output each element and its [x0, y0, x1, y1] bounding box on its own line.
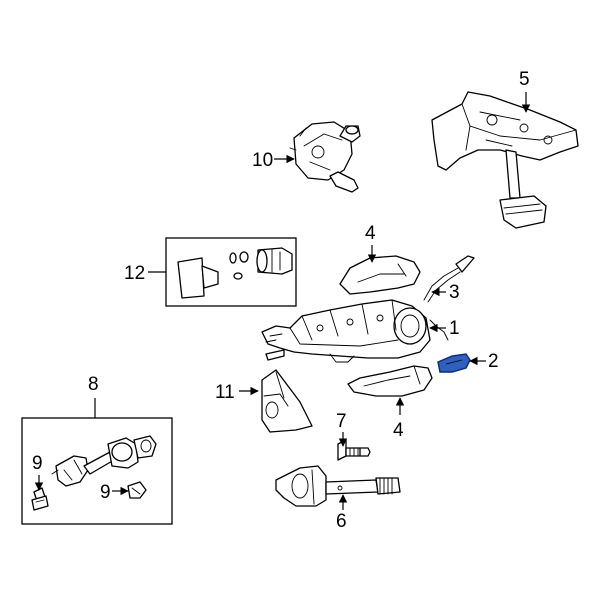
- callout-5: 5: [519, 69, 530, 90]
- part-9-bolt-right[interactable]: [127, 481, 147, 499]
- part-4-upper-shroud[interactable]: [339, 255, 421, 295]
- part-8-box: [21, 417, 173, 525]
- part-7-bolt[interactable]: [337, 439, 371, 461]
- callout-7: 7: [336, 411, 347, 432]
- callout-11: 11: [215, 382, 235, 403]
- part-4-lower-shroud[interactable]: [347, 365, 433, 397]
- callout-3: 3: [449, 282, 460, 303]
- callout-4-bottom: 4: [393, 420, 404, 441]
- callout-10: 10: [252, 150, 273, 171]
- part-5-pedal-bracket[interactable]: [431, 91, 579, 229]
- part-2-highlighted-component[interactable]: [437, 353, 471, 373]
- callout-8: 8: [88, 374, 99, 395]
- part-6-intermediate-shaft[interactable]: [275, 465, 401, 507]
- part-12-lock-cylinder-kit[interactable]: [177, 247, 293, 299]
- part-11-cover[interactable]: [261, 369, 313, 433]
- callout-2: 2: [488, 351, 499, 372]
- part-10-lock-housing[interactable]: [289, 121, 361, 193]
- part-1-steering-column[interactable]: [261, 299, 431, 363]
- callout-6: 6: [336, 511, 347, 532]
- callout-4-top: 4: [365, 223, 376, 244]
- callout-12: 12: [124, 263, 145, 284]
- part-8-universal-joint[interactable]: [51, 435, 157, 487]
- callout-9-right: 9: [100, 482, 111, 503]
- part-3-multifunction-switch[interactable]: [423, 255, 475, 341]
- callout-9-left: 9: [32, 453, 43, 474]
- callout-1: 1: [449, 318, 460, 339]
